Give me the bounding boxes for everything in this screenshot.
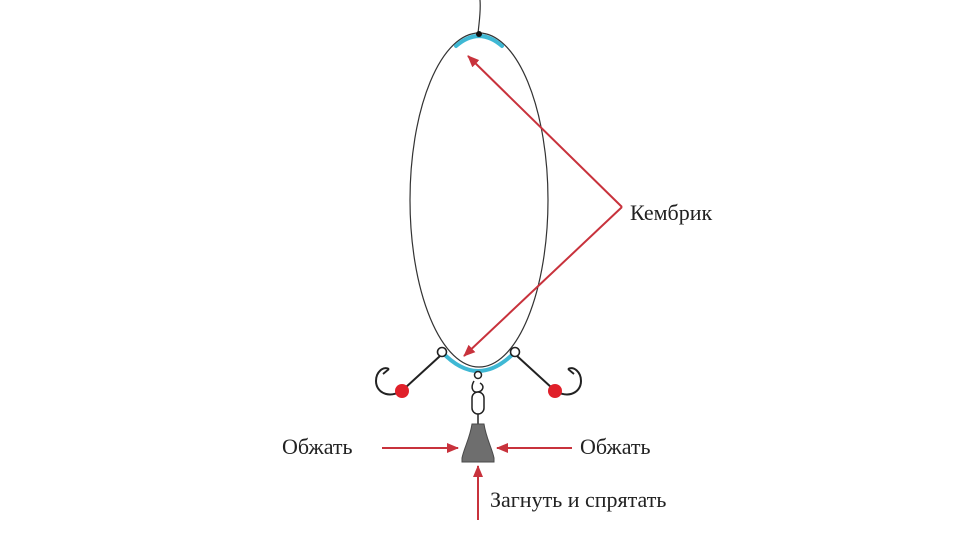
line-loop xyxy=(409,32,549,368)
top-knot xyxy=(476,31,482,37)
fold-label: Загнуть и спрятать xyxy=(490,487,667,512)
kembrik-arrow-top xyxy=(467,55,623,208)
right-hook xyxy=(509,346,583,398)
kembrik-label: Кембрик xyxy=(630,200,713,225)
crimp-label-right: Обжать xyxy=(580,434,651,459)
right-hook-eye xyxy=(509,346,521,358)
left-hook-eye xyxy=(436,346,448,358)
left-bead xyxy=(395,384,409,398)
swivel xyxy=(471,370,485,424)
left-hook xyxy=(374,346,448,398)
crimp-label-left: Обжать xyxy=(282,434,353,459)
main-line xyxy=(477,0,481,35)
right-bead xyxy=(548,384,562,398)
sinker xyxy=(461,423,495,463)
kembrik-arrow-bottom xyxy=(463,206,623,357)
